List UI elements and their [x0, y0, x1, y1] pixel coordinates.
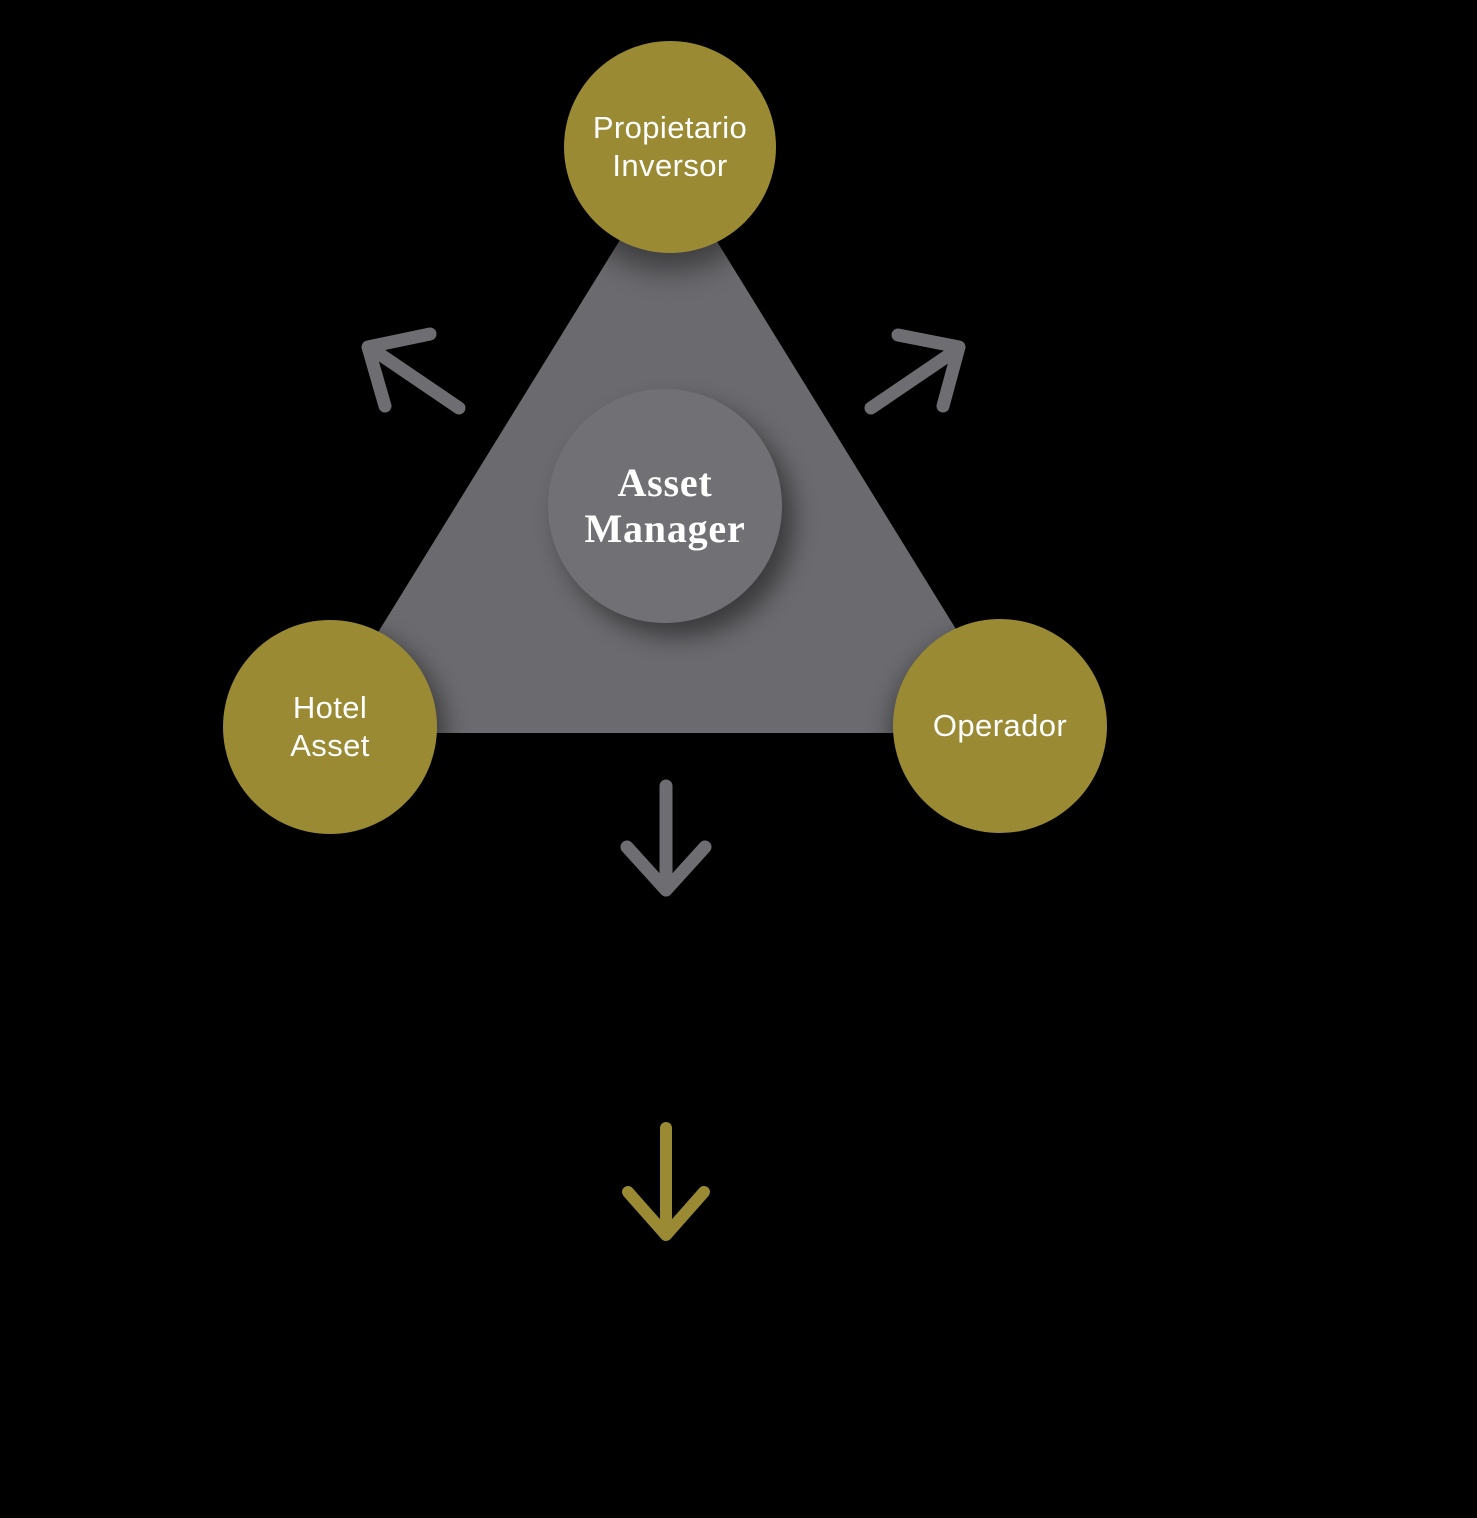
- hotel-asset-label-line2: Asset: [290, 728, 370, 763]
- hotel-asset-label-line1: Hotel: [292, 690, 368, 726]
- node-operador: Operador: [893, 619, 1107, 833]
- node-hotel-asset: Hotel Asset: [223, 620, 437, 834]
- asset-manager-label-line2: Manager: [584, 506, 746, 551]
- propietario-label-line1: Propietario: [592, 110, 748, 146]
- arrow-down-gold-icon: [622, 1122, 710, 1241]
- propietario-label-line2: Inversor: [612, 148, 728, 183]
- node-asset-manager: Asset Manager: [548, 389, 782, 623]
- arrow-up-right-icon: [864, 328, 966, 415]
- arrow-up-left-icon: [361, 327, 466, 415]
- operador-label: Operador: [932, 708, 1068, 744]
- asset-manager-label-line1: Asset: [617, 459, 713, 505]
- node-propietario-inversor: Propietario Inversor: [564, 41, 776, 253]
- arrow-down-gray-icon: [620, 779, 712, 897]
